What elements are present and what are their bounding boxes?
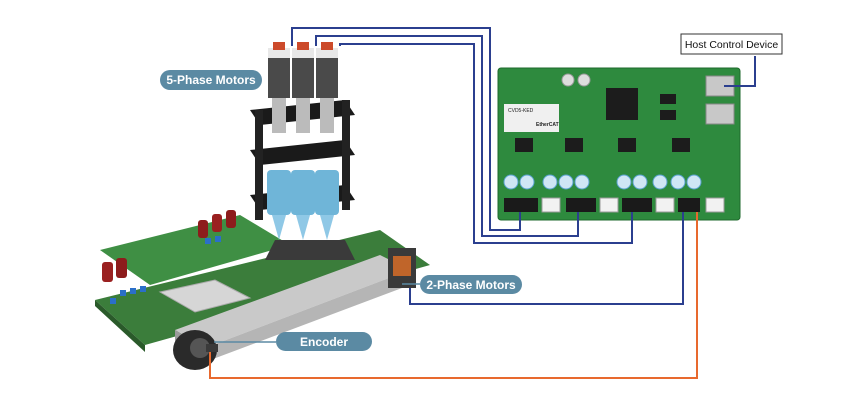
cable-motor-3 [339,43,633,244]
five-phase-motors-label: 5-Phase Motors [166,73,256,87]
cable-motor-1 [291,27,521,231]
host-control-device-label: Host Control Device [685,39,779,51]
encoder-device [173,330,218,370]
machine-assembly [95,210,430,370]
label-five-phase-motors: 5-Phase Motors [160,70,262,90]
capacitors [102,210,236,304]
two-phase-motors-label: 2-Phase Motors [426,278,516,292]
cable-two-phase [409,212,684,305]
motor-cables [291,27,756,305]
five-phase-motors [267,42,339,240]
motor-unit [291,42,315,240]
board-model-text: CVD5-KED [508,108,534,114]
board-connectors [504,197,725,213]
encoder-cable [209,212,698,379]
motor-unit [267,42,291,240]
driver-board: CVD5-KED EtherCAT [497,67,741,221]
cable-host [724,56,756,87]
cable-motor-2 [315,35,579,237]
encoder-label: Encoder [300,335,348,349]
two-phase-motor [388,248,416,288]
board-brand-text: EtherCAT [536,122,559,128]
motor-unit [315,42,339,240]
label-host-control-device: Host Control Device [680,33,783,55]
label-two-phase-motors: 2-Phase Motors [402,275,522,294]
board-capacitors [503,174,702,190]
label-encoder: Encoder [214,332,372,351]
